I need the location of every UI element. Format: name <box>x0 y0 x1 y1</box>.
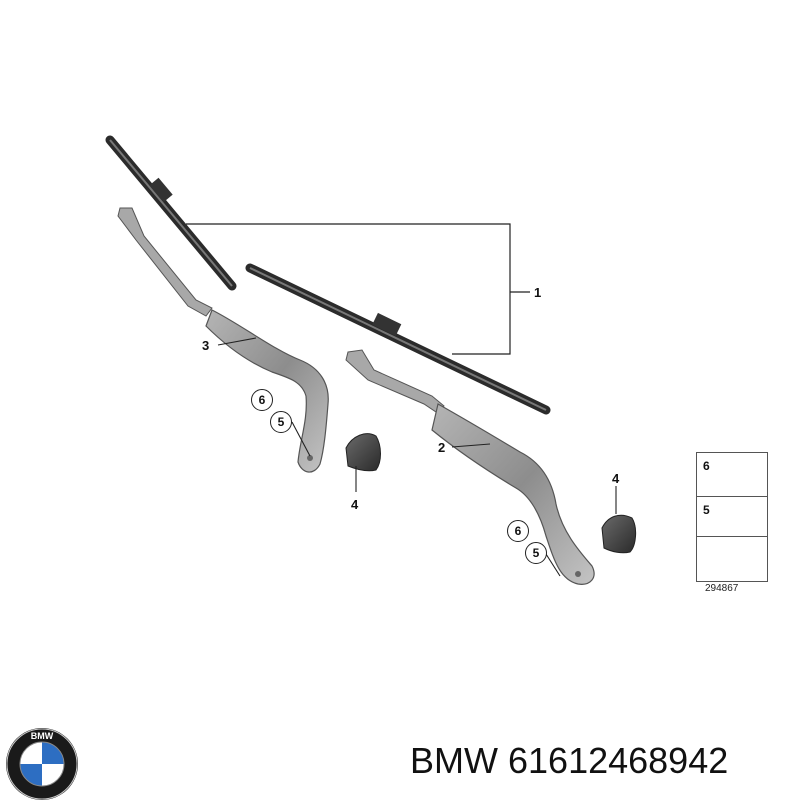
leader-lines <box>217 337 617 577</box>
diagram-reference-number: 294867 <box>705 583 739 594</box>
leader-lines-part-1 <box>186 223 530 355</box>
callout-part-5-right: 5 <box>525 542 547 564</box>
wiper-arm-right <box>345 349 595 585</box>
callout-part-4-right: 4 <box>612 471 620 486</box>
cover-cap-right <box>601 514 637 554</box>
callout-part-1: 1 <box>534 285 542 300</box>
wiper-blade-right <box>245 263 551 415</box>
callout-part-6-left: 6 <box>251 389 273 411</box>
callout-part-3: 3 <box>202 338 210 353</box>
wiper-arm-left <box>117 207 329 473</box>
callout-part-2: 2 <box>438 440 446 455</box>
legend-row-arrow <box>697 537 767 581</box>
bmw-logo-icon: BMW <box>6 728 78 800</box>
parts-legend: 6 5 <box>696 452 768 582</box>
wiper-blade-left <box>105 135 237 291</box>
logo-lettering: BMW <box>31 731 54 741</box>
legend-row-5: 5 <box>697 497 767 537</box>
cover-cap-left <box>345 433 381 472</box>
callout-part-6-right: 6 <box>507 520 529 542</box>
product-caption: BMW 61612468942 <box>410 740 728 782</box>
legend-label-6: 6 <box>703 459 710 473</box>
caption-part-number: 61612468942 <box>508 740 729 781</box>
caption-brand: BMW <box>410 740 498 781</box>
callout-part-5-left: 5 <box>270 411 292 433</box>
callout-part-4-left: 4 <box>351 497 359 512</box>
legend-label-5: 5 <box>703 503 710 517</box>
legend-row-6: 6 <box>697 453 767 497</box>
